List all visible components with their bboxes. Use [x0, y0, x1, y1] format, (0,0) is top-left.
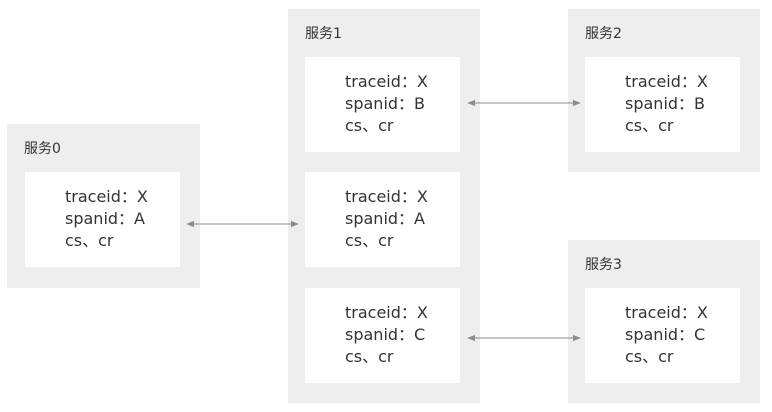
service-3-span-card: traceid：X spanid：C cs、cr	[585, 288, 740, 383]
traceid-label: traceid：X	[345, 187, 428, 206]
service-1-group: 服务1 traceid：X spanid：B cs、cr traceid：X s…	[288, 9, 480, 403]
service-0-span-card: traceid：X spanid：A cs、cr	[25, 172, 180, 267]
spanid-label: spanid：B	[625, 94, 706, 113]
service-0-title: 服务0	[24, 141, 61, 157]
annotation-label: cs、cr	[345, 116, 394, 135]
service-3-group: 服务3 traceid：X spanid：C cs、cr	[568, 240, 760, 403]
service-1-span-card-a: traceid：X spanid：A cs、cr	[305, 172, 460, 267]
service-2-title: 服务2	[585, 26, 622, 42]
traceid-label: traceid：X	[345, 72, 428, 91]
service-1-span-card-b: traceid：X spanid：B cs、cr	[305, 57, 460, 152]
service-2-group: 服务2 traceid：X spanid：B cs、cr	[568, 9, 760, 172]
service-2-span-card: traceid：X spanid：B cs、cr	[585, 57, 740, 152]
traceid-label: traceid：X	[625, 303, 708, 322]
spanid-label: spanid：C	[345, 325, 426, 344]
service-0-group: 服务0 traceid：X spanid：A cs、cr	[7, 124, 200, 288]
spanid-label: spanid：A	[65, 209, 145, 228]
spanid-label: spanid：A	[345, 209, 425, 228]
spanid-label: spanid：B	[345, 94, 426, 113]
spanid-label: spanid：C	[625, 325, 706, 344]
traceid-label: traceid：X	[65, 187, 148, 206]
service-1-title: 服务1	[305, 26, 342, 42]
annotation-label: cs、cr	[345, 231, 394, 250]
traceid-label: traceid：X	[345, 303, 428, 322]
annotation-label: cs、cr	[65, 231, 114, 250]
service-3-title: 服务3	[585, 257, 622, 273]
traceid-label: traceid：X	[625, 72, 708, 91]
annotation-label: cs、cr	[625, 347, 674, 366]
annotation-label: cs、cr	[625, 116, 674, 135]
service-1-span-card-c: traceid：X spanid：C cs、cr	[305, 288, 460, 383]
annotation-label: cs、cr	[345, 347, 394, 366]
